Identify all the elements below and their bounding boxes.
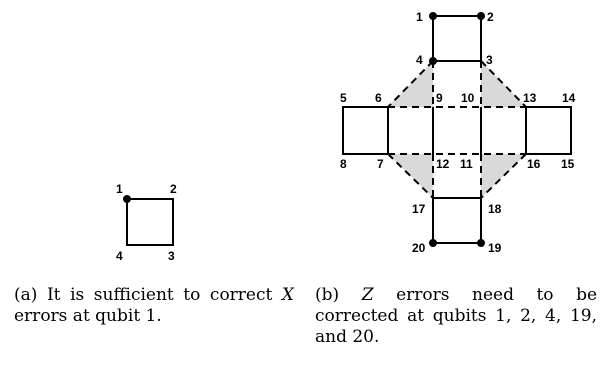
qubit-a-3-label: 3 bbox=[168, 249, 175, 263]
qubit-b-7-label: 7 bbox=[377, 157, 384, 171]
plaquette-left bbox=[342, 106, 389, 155]
plaquette-a bbox=[126, 198, 174, 246]
dashed-diagonal-3-13 bbox=[480, 60, 527, 108]
qubit-a-1-label: 1 bbox=[116, 182, 123, 196]
plaquette-right bbox=[525, 106, 572, 155]
qubit-b-10-label: 10 bbox=[461, 91, 475, 105]
caption-b-tag: (b) bbox=[315, 285, 340, 305]
qubit-b-4-marker bbox=[429, 57, 437, 65]
diagram-a: 1 2 3 4 bbox=[116, 182, 177, 263]
caption-a-tag: (a) bbox=[14, 285, 38, 305]
qubit-b-2-marker bbox=[477, 12, 485, 20]
dashed-connections bbox=[387, 60, 527, 199]
qubit-b-11-label: 11 bbox=[460, 157, 473, 171]
qubit-a-2-label: 2 bbox=[170, 182, 177, 196]
qubit-b-13-label: 13 bbox=[523, 91, 537, 105]
qubit-b-20-marker bbox=[429, 239, 437, 247]
caption-a-text-before: It is sufficient to correct bbox=[46, 285, 273, 305]
dashed-diagonal-16-18 bbox=[480, 153, 527, 199]
qubit-b-20-label: 20 bbox=[412, 241, 426, 255]
qubit-b-16-label: 16 bbox=[527, 157, 541, 171]
qubit-b-2-label: 2 bbox=[487, 10, 494, 24]
qubit-b-14-label: 14 bbox=[562, 91, 576, 105]
qubit-b-19-label: 19 bbox=[488, 241, 502, 255]
caption-b-text-after: errors need to be corrected at qubits 1,… bbox=[315, 285, 598, 347]
qubit-b-1-marker bbox=[429, 12, 437, 20]
plaquette-bottom bbox=[432, 197, 482, 244]
qubit-b-12-label: 12 bbox=[436, 157, 450, 171]
qubit-b-9-label: 9 bbox=[436, 91, 443, 105]
caption-a: (a) It is sufficient to correct X errors… bbox=[14, 285, 294, 327]
qubit-a-4-label: 4 bbox=[116, 249, 123, 263]
qubit-b-19-marker bbox=[477, 239, 485, 247]
caption-a-text-after: errors at qubit 1. bbox=[14, 306, 162, 326]
qubit-b-18-label: 18 bbox=[488, 202, 502, 216]
dashed-diagonal-7-17 bbox=[387, 153, 434, 199]
qubit-b-5-label: 5 bbox=[340, 91, 347, 105]
qubit-b-17-label: 17 bbox=[412, 202, 426, 216]
caption-b-variable: Z bbox=[361, 285, 374, 305]
qubit-b-4-label: 4 bbox=[416, 53, 423, 67]
caption-a-variable: X bbox=[281, 285, 295, 305]
plaquette-top bbox=[432, 15, 482, 62]
qubit-b-15-label: 15 bbox=[561, 157, 575, 171]
qubit-b-1-label: 1 bbox=[416, 10, 423, 24]
diagram-b: 1 2 3 4 5 6 7 8 9 10 11 12 13 14 15 16 1… bbox=[340, 10, 576, 255]
caption-b: (b) Z errors need to be corrected at qub… bbox=[315, 285, 597, 348]
dashed-diagonal-4-6 bbox=[387, 60, 434, 108]
qubit-b-8-label: 8 bbox=[340, 157, 347, 171]
qubit-b-3-label: 3 bbox=[486, 53, 493, 67]
qubit-b-6-label: 6 bbox=[375, 91, 382, 105]
qubit-a-1-marker bbox=[123, 195, 131, 203]
